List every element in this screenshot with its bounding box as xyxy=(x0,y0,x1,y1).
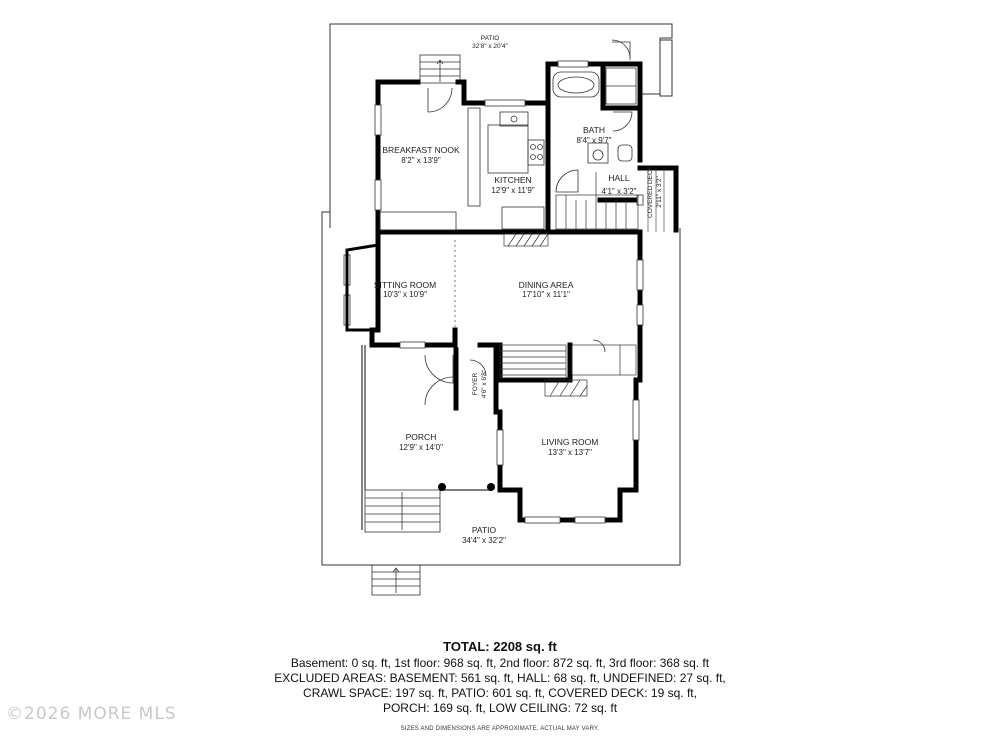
label-foyer-name: FOYER xyxy=(472,373,479,396)
room-labels: PATIO 32'8" x 20'4" BREAKFAST NOOK 8'2" … xyxy=(374,35,663,545)
label-porch-dim: 12'9" x 14'0" xyxy=(399,443,443,452)
label-living-name: LIVING ROOM xyxy=(542,437,599,447)
label-foyer-dim: 4'6" x 6'8" xyxy=(481,369,488,398)
porch-steps xyxy=(364,489,441,533)
label-covered-deck-name: COVERED DECK xyxy=(647,165,654,218)
doors xyxy=(424,39,633,406)
hall-stairs xyxy=(555,172,639,230)
label-sitting-name: SITTING ROOM xyxy=(374,280,436,290)
label-patio-bottom-dim: 34'4" x 32'2" xyxy=(462,536,506,545)
area-summary: TOTAL: 2208 sq. ft Basement: 0 sq. ft, 1… xyxy=(0,638,1000,716)
label-porch-name: PORCH xyxy=(406,432,437,442)
label-hall-name: HALL xyxy=(608,173,630,183)
main-stairs xyxy=(499,344,637,379)
label-dining-name: DINING AREA xyxy=(519,280,574,290)
walls xyxy=(369,61,679,523)
summary-line-1: Basement: 0 sq. ft, 1st floor: 968 sq. f… xyxy=(290,656,710,670)
summary-line-3: CRAWL SPACE: 197 sq. ft, PATIO: 601 sq. … xyxy=(303,686,697,700)
deck-slats xyxy=(647,168,665,232)
label-patio-top-dim: 32'8" x 20'4" xyxy=(472,43,508,50)
label-kitchen-dim: 12'9" x 11'9" xyxy=(491,186,534,195)
label-dining-dim: 17'10" x 11'1" xyxy=(522,290,570,299)
bottom-steps xyxy=(371,564,421,596)
label-breakfast-dim: 8'2" x 13'9" xyxy=(401,156,441,165)
label-breakfast-name: BREAKFAST NOOK xyxy=(382,145,460,155)
label-patio-bottom-name: PATIO xyxy=(472,525,497,535)
label-hall-dim: 4'1" x 3'2" xyxy=(602,187,637,196)
sitting-bay xyxy=(345,243,379,332)
floor-plan: PATIO 32'8" x 20'4" BREAKFAST NOOK 8'2" … xyxy=(321,23,681,596)
summary-line-2: EXCLUDED AREAS: BASEMENT: 561 sq. ft, HA… xyxy=(274,671,726,685)
kitchen-fixtures xyxy=(379,107,545,231)
label-kitchen-name: KITCHEN xyxy=(494,175,531,185)
disclaimer: SIZES AND DIMENSIONS ARE APPROXIMATE, AC… xyxy=(400,726,600,732)
total-area: TOTAL: 2208 sq. ft xyxy=(443,639,557,654)
fireplace-hatch xyxy=(503,233,588,397)
summary-line-4: PORCH: 169 sq. ft, LOW CEILING: 72 sq. f… xyxy=(382,701,618,715)
porch-posts xyxy=(438,483,495,491)
label-living-dim: 13'3" x 13'7" xyxy=(548,448,592,457)
label-sitting-dim: 10'3" x 10'9" xyxy=(383,290,427,299)
porch-outline xyxy=(361,345,492,530)
patio-outlines xyxy=(321,23,681,566)
label-covered-deck-dim: 2'11" x 3'2" xyxy=(656,176,663,208)
top-steps xyxy=(419,54,461,84)
label-bath-name: BATH xyxy=(583,125,605,135)
label-patio-top-name: PATIO xyxy=(481,35,500,42)
mls-watermark: ©2026 MORE MLS xyxy=(6,704,177,724)
bath-fixtures xyxy=(552,67,637,164)
label-bath-dim: 8'4" x 9'7" xyxy=(577,136,612,145)
